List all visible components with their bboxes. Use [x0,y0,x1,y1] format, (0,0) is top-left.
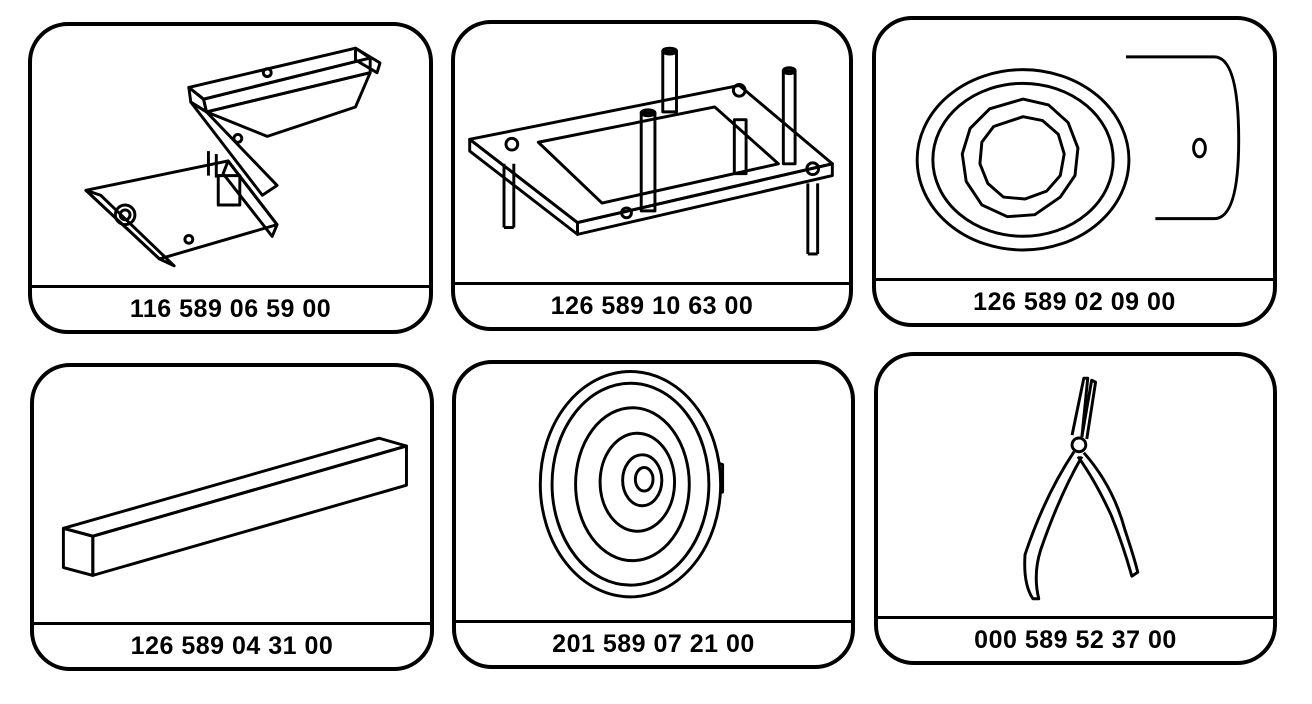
engine-support-bracket-icon [32,26,429,288]
tool-card-3: 126 589 02 09 00 [872,16,1277,327]
socket-wrench-icon [876,20,1273,281]
part-number: 000 589 52 37 00 [878,616,1273,661]
mounting-plate-icon [455,24,849,285]
tool-card-2: 126 589 10 63 00 [451,20,853,331]
part-number: 116 589 06 59 00 [32,285,429,330]
tool-card-1: 116 589 06 59 00 [28,22,433,334]
part-number: 201 589 07 21 00 [456,620,851,665]
square-bar-icon [34,367,430,625]
tool-card-6: 000 589 52 37 00 [874,352,1277,665]
part-number: 126 589 10 63 00 [455,282,849,327]
circlip-pliers-icon [878,356,1273,619]
pulley-disc-icon [456,364,851,623]
tool-card-4: 126 589 04 31 00 [30,363,434,671]
part-number: 126 589 04 31 00 [34,622,430,667]
part-number: 126 589 02 09 00 [876,278,1273,323]
tool-card-5: 201 589 07 21 00 [452,360,855,669]
